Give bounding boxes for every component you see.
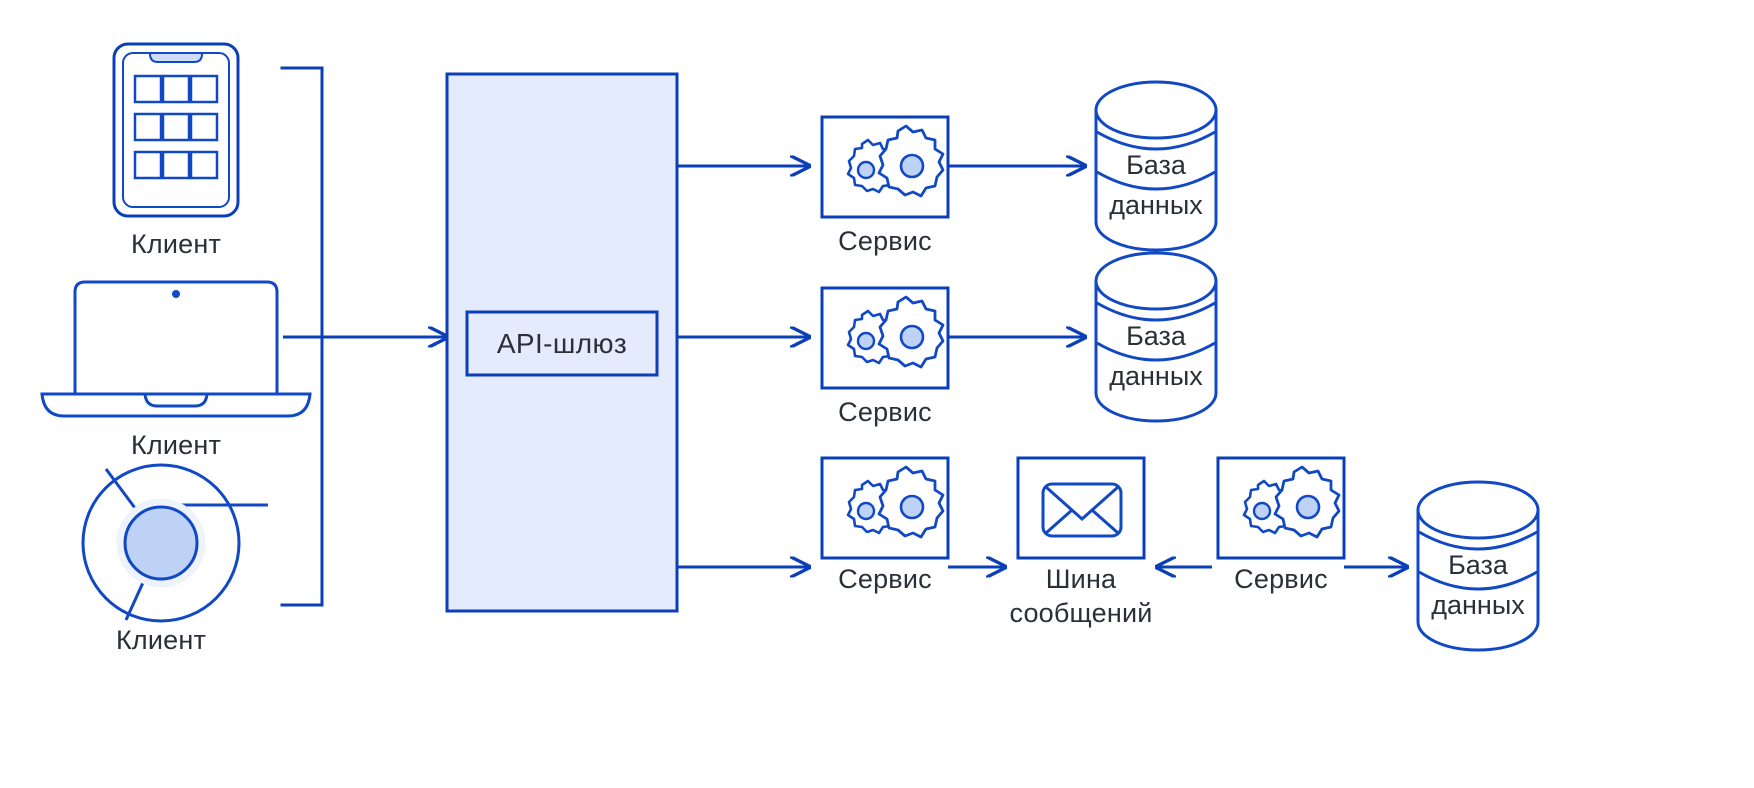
- api-gateway-label: API-шлюз: [496, 328, 628, 359]
- browser-icon: [81, 463, 268, 623]
- client-browser-label: Клиент: [115, 625, 207, 655]
- gears-icon: [846, 465, 945, 539]
- gears-icon: [846, 295, 945, 369]
- service-3-label: Сервис: [838, 564, 932, 594]
- api-gateway-panel[interactable]: [445, 72, 679, 613]
- database-3-label: База данных: [1431, 550, 1525, 620]
- gears-icon: [1242, 465, 1341, 539]
- service-4-box[interactable]: [1216, 456, 1346, 560]
- service-1-box[interactable]: [820, 115, 950, 219]
- client-laptop-label: Клиент: [130, 430, 222, 460]
- client-mobile-label: Клиент: [130, 229, 222, 259]
- message-bus-box[interactable]: [1016, 456, 1146, 560]
- database-3-cylinder[interactable]: [1416, 480, 1540, 652]
- service-1-label: Сервис: [838, 226, 932, 256]
- database-1-label: База данных: [1109, 150, 1203, 220]
- gears-icon: [846, 124, 945, 198]
- service-2-label: Сервис: [838, 397, 932, 427]
- database-2-label: База данных: [1109, 321, 1203, 391]
- service-2-box[interactable]: [820, 286, 950, 390]
- mobile-phone-icon: [112, 42, 240, 218]
- service-4-label: Сервис: [1234, 564, 1328, 594]
- laptop-icon: [40, 280, 312, 418]
- database-1-cylinder[interactable]: [1094, 80, 1218, 252]
- database-2-cylinder[interactable]: [1094, 251, 1218, 423]
- clients-bracket-connector: [280, 66, 448, 607]
- envelope-icon: [1041, 482, 1123, 538]
- message-bus-label: Шина сообщений: [1009, 564, 1153, 628]
- service-3-box[interactable]: [820, 456, 950, 560]
